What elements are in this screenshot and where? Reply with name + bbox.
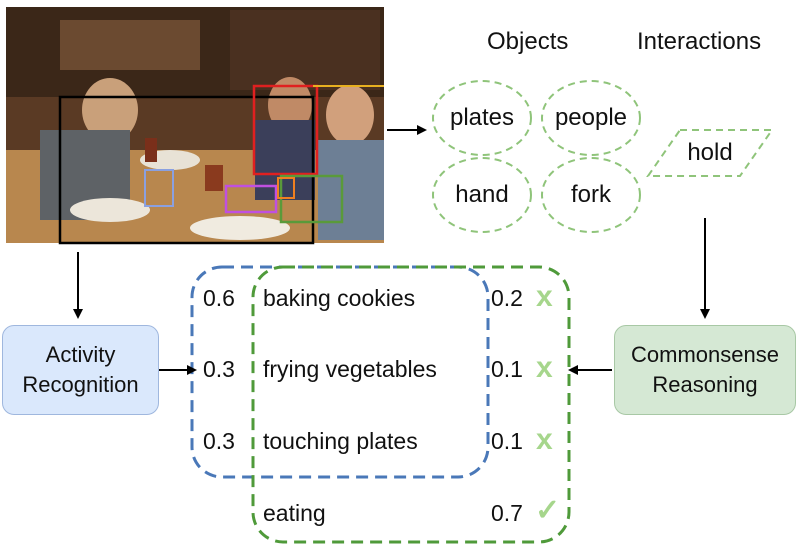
candidate-label: eating xyxy=(263,500,326,526)
accept-checkmark-icon: ✓ xyxy=(535,494,561,527)
activity-recognition-line2: Recognition xyxy=(22,372,139,397)
commonsense-score: 0.1 xyxy=(491,356,523,382)
object-ellipse-hand xyxy=(432,157,532,233)
object-label-fork: fork xyxy=(570,181,611,208)
commonsense-reasoning-line1: Commonsense xyxy=(631,342,779,368)
commonsense-score: 0.2 xyxy=(491,285,523,311)
activity-recognition-line1: Activity xyxy=(45,342,116,368)
object-ellipse-people xyxy=(541,80,641,156)
object-label-people: people xyxy=(554,104,628,131)
reject-mark: x xyxy=(536,280,553,313)
recognition-score: 0.6 xyxy=(203,285,235,311)
commonsense-reasoning-box: Commonsense Reasoning xyxy=(614,325,796,415)
reject-mark: x xyxy=(536,351,553,384)
recognition-score: 0.3 xyxy=(203,356,235,382)
reject-mark: x xyxy=(536,423,553,456)
commonsense-region xyxy=(251,265,571,544)
interactions-header: Interactions xyxy=(637,28,762,55)
candidate-label: touching plates xyxy=(263,428,418,454)
candidate-label: baking cookies xyxy=(263,285,416,311)
objects-header: Objects xyxy=(487,28,569,55)
commonsense-score: 0.1 xyxy=(491,428,523,454)
activity-recognition-box: Activity Recognition xyxy=(2,325,159,415)
interaction-parallelogram xyxy=(646,129,774,177)
object-ellipse-fork xyxy=(541,157,641,233)
object-ellipses xyxy=(432,80,641,233)
interaction-label-hold: hold xyxy=(687,139,733,166)
commonsense-score: 0.7 xyxy=(491,500,523,526)
object-ellipse-plates xyxy=(432,80,532,156)
commonsense-reasoning-line2: Reasoning xyxy=(652,372,758,397)
object-label-hand: hand xyxy=(455,181,509,208)
restaurant-photo xyxy=(6,7,384,245)
recognition-score: 0.3 xyxy=(203,428,235,454)
object-label-plates: plates xyxy=(449,104,515,131)
candidate-label: frying vegetables xyxy=(263,356,437,382)
